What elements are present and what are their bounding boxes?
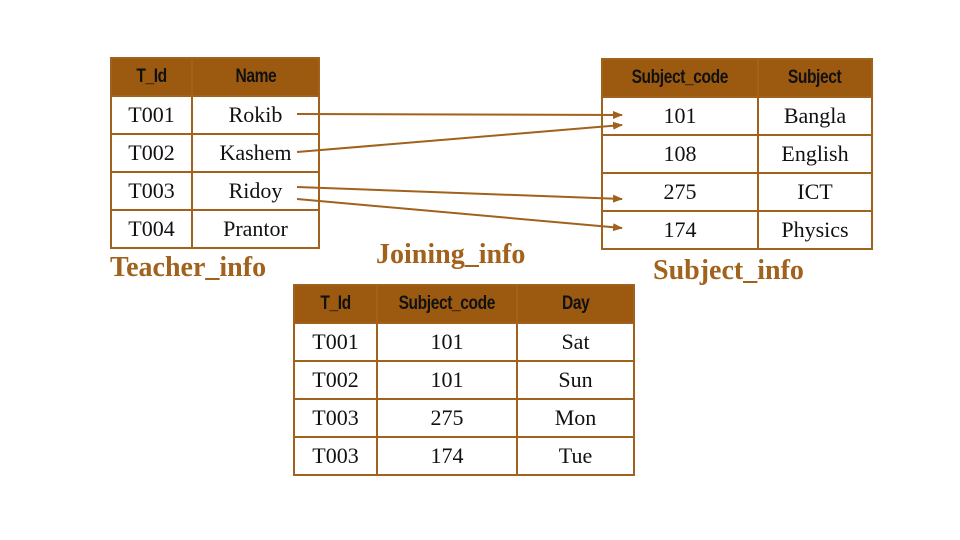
table-row: T003 275 Mon (293, 398, 635, 438)
table-cell: Kashem (191, 133, 320, 173)
table-row: T003 174 Tue (293, 436, 635, 476)
table-cell: T003 (293, 436, 378, 476)
column-header: Subject (757, 58, 873, 98)
table-cell: 101 (601, 96, 759, 136)
table-header-row: T_Id Name (110, 57, 320, 97)
teacher-info-table: T_Id Name T001 Rokib T002 Kashem T003 Ri… (110, 57, 320, 249)
table-row: T002 Kashem (110, 133, 320, 173)
table-cell: T003 (293, 398, 378, 438)
table-cell: T004 (110, 209, 193, 249)
table-row: T004 Prantor (110, 209, 320, 249)
table-row: 174 Physics (601, 210, 873, 250)
joining-info-table: T_Id Subject_code Day T001 101 Sat T002 … (293, 284, 635, 476)
table-cell: Sun (516, 360, 635, 400)
table-header-row: Subject_code Subject (601, 58, 873, 98)
table-row: 275 ICT (601, 172, 873, 212)
column-header: Subject_code (376, 284, 518, 324)
table-row: T001 Rokib (110, 95, 320, 135)
table-cell: Rokib (191, 95, 320, 135)
table-cell: Prantor (191, 209, 320, 249)
table-row: T003 Ridoy (110, 171, 320, 211)
arrow-ridoy-to-ict (296, 186, 623, 203)
table-row: 101 Bangla (601, 96, 873, 136)
column-header: T_Id (110, 57, 193, 97)
subject-info-table: Subject_code Subject 101 Bangla 108 Engl… (601, 58, 873, 250)
column-header: Day (516, 284, 635, 324)
table-header-row: T_Id Subject_code Day (293, 284, 635, 324)
table-cell: 174 (376, 436, 518, 476)
column-header: Subject_code (601, 58, 759, 98)
table-cell: Bangla (757, 96, 873, 136)
table-cell: T003 (110, 171, 193, 211)
table-cell: Physics (757, 210, 873, 250)
arrow-kashem-to-bangla (296, 121, 623, 153)
arrow-rokib-to-bangla (296, 110, 623, 119)
table-cell: T001 (293, 322, 378, 362)
table-cell: 101 (376, 322, 518, 362)
table-row: T001 101 Sat (293, 322, 635, 362)
table-cell: T002 (293, 360, 378, 400)
table-cell: Tue (516, 436, 635, 476)
table-cell: Mon (516, 398, 635, 438)
column-header: Name (191, 57, 320, 97)
column-header: T_Id (293, 284, 378, 324)
table-cell: T001 (110, 95, 193, 135)
table-cell: Sat (516, 322, 635, 362)
table-cell: English (757, 134, 873, 174)
table-cell: 174 (601, 210, 759, 250)
teacher-info-caption: Teacher_info (110, 252, 267, 283)
table-cell: T002 (110, 133, 193, 173)
subject-info-caption: Subject_info (653, 255, 804, 286)
joining-info-caption: Joining_info (376, 239, 526, 270)
table-cell: 275 (601, 172, 759, 212)
table-row: 108 English (601, 134, 873, 174)
arrow-ridoy-to-physics (296, 198, 623, 232)
table-row: T002 101 Sun (293, 360, 635, 400)
table-cell: 275 (376, 398, 518, 438)
table-cell: ICT (757, 172, 873, 212)
table-cell: 108 (601, 134, 759, 174)
table-cell: Ridoy (191, 171, 320, 211)
table-cell: 101 (376, 360, 518, 400)
